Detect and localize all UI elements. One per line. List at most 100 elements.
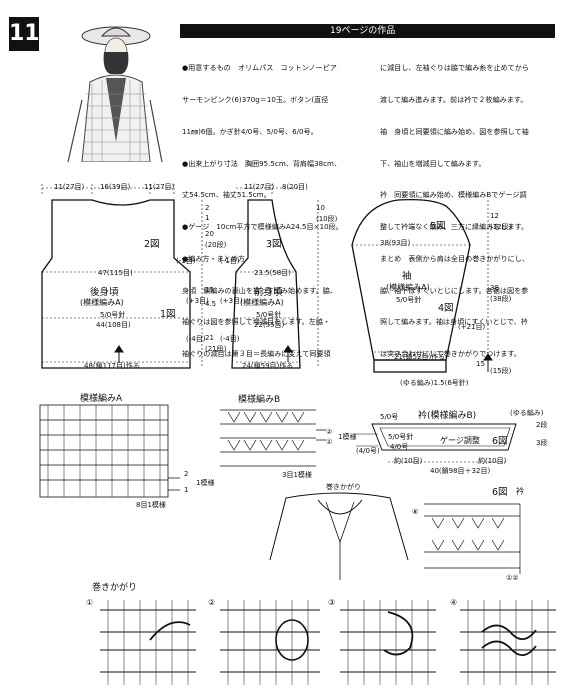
back-needle-label: 5/0号針	[100, 311, 126, 319]
back-body-outline	[41, 199, 191, 369]
back-side-21: 21	[205, 334, 214, 342]
pattern-b-repeat: 3目1模様	[282, 471, 312, 479]
instruction-line: まとめ 表側から肩は全目の巻きかがりにし、	[380, 253, 529, 263]
sleeve-side-15-rows: (15段)	[490, 367, 512, 375]
instruction-line: 袖 身頃と同要領に編み始め、図を参照して袖	[380, 126, 529, 136]
collar-left-sub: 約(10目)	[394, 457, 423, 465]
instruction-line: ●出来上がり寸法 胸囲95.5cm、背肩幅38cm、	[182, 158, 342, 168]
collar-needle-4b: (4/0号)	[356, 447, 380, 455]
step-1-drawing	[100, 600, 196, 685]
back-cast-on: 48(鎖117目)作る	[84, 362, 140, 370]
collar-needle-4: 4/0号	[390, 443, 409, 451]
model-photo	[50, 22, 176, 162]
pattern-number-badge: 11	[9, 17, 40, 51]
front-mark-inc3: (+3目)	[220, 297, 243, 305]
collar-bottom-measure: 40(鎖98目＋32目)	[430, 467, 491, 475]
instruction-line: 袖ぐりは図を参照して増減目をします。左脇・	[182, 317, 331, 327]
sleeve-outline	[351, 198, 471, 361]
collar-detail-title: 衿	[516, 487, 524, 496]
instructions-column-1: ●用意するもの オリムパス コットンノーピア サーモンピンク(6)370g＝10…	[182, 42, 376, 370]
collar-schematic	[356, 423, 517, 463]
back-body-title: 後身頃	[90, 287, 119, 298]
step-3-drawing	[340, 600, 436, 685]
instruction-line: 渡して編み進みます。前は衿で２枚編みます。	[380, 94, 528, 104]
sleeve-cuff-label: (ゆる編み)1.5(6号針)	[400, 379, 469, 387]
sleeve-cuff	[373, 359, 447, 373]
instruction-line: 下、袖山を増減目して編みます。	[380, 158, 486, 168]
whip-stitch-steps	[100, 600, 556, 685]
instruction-line: 脇、袖下はすくいとじにします。各裾は図を参	[380, 285, 529, 295]
sleeve-needle-label: 5/0号針	[396, 296, 422, 304]
front-pattern-label: (模様編みA)	[240, 298, 284, 307]
back-chest-measure: 47(115目)	[98, 269, 133, 277]
sleeve-side-12: 12	[490, 212, 499, 220]
step-4-drawing	[460, 600, 556, 685]
collar-title: 衿(模様編みB)	[418, 411, 477, 421]
whip-stitch-title: 巻きかがり	[92, 583, 138, 593]
back-mark-dec4: (-4目)	[186, 335, 206, 343]
whip-stitch-step-2: ②	[208, 598, 216, 607]
pattern-a-repeat: 8目1模様	[136, 501, 166, 509]
sleeve-side-38: 38	[490, 284, 499, 292]
pattern-b-legend: 1模様	[338, 433, 357, 441]
front-mark-dec1: (-1目)	[220, 257, 240, 265]
collar-needle-label: 5/0号針	[388, 433, 414, 441]
front-body-outline	[231, 199, 301, 369]
whip-stitch-step-4: ④	[450, 598, 458, 607]
page-reference-bar: 19ページの作品	[180, 24, 555, 38]
back-side-2: 2	[205, 204, 210, 212]
back-mark-inc3: (+3目)	[186, 297, 209, 305]
sleeve-side-15: 15	[476, 360, 485, 368]
pattern-b-row-2: ②	[326, 428, 333, 436]
pattern-a-row-2: 2	[184, 470, 189, 478]
front-chest-measure: 23.5(58目)	[254, 269, 291, 277]
collar-detail-figure: 6図	[492, 487, 508, 498]
front-dim-shoulder: 11(27目)	[244, 183, 275, 191]
collar-detail-row-12: ①②	[506, 574, 519, 582]
front-dim-neck: 8(20目)	[282, 183, 308, 191]
page-reference: 19ページの作品	[330, 26, 396, 36]
instruction-line: 11㎜)6個。かぎ針4/0号、5/0号、6/0号。	[182, 126, 318, 136]
whip-stitch-step-3: ③	[328, 598, 336, 607]
collar-detail-chart	[424, 503, 521, 574]
instruction-line: ●用意するもの オリムパス コットンノーピア	[182, 63, 337, 73]
collar-side-2: 2段	[536, 421, 548, 429]
instruction-line: 整して衿端なく編み、三方に縁編みをします。	[380, 222, 529, 232]
back-dim-left-shoulder: 11(27目)	[54, 183, 85, 191]
back-side-15: 15	[205, 286, 214, 294]
neck-attach-label: 巻きかがり	[326, 483, 361, 491]
collar-side-3: 3段	[536, 439, 548, 447]
collar-edge-label: (ゆる編み)	[510, 409, 544, 417]
pattern-b-row-1: ①	[326, 438, 333, 446]
back-side-21-rows: (21段)	[205, 345, 227, 353]
instruction-line: ●編み方・まとめ方	[182, 253, 245, 263]
instruction-line: は突き合わせにして巻きかがりでつけます。	[380, 349, 521, 359]
pattern-b-title: 模様編みB	[238, 395, 281, 405]
front-hem-measure: 22(55目)	[254, 321, 285, 329]
back-mark-inc: (-1目)	[176, 257, 196, 265]
front-cast-on: 24(鎖59目)作る	[242, 362, 294, 370]
instruction-line: 身頃 鎖編みの裏山を拾って編み始めます。脇、	[182, 285, 337, 295]
sleeve-figure-4-label: 4図	[438, 303, 454, 314]
pattern-a-title: 模様編みA	[80, 394, 123, 404]
instruction-line: ●ゲージ 10cm平方で模様編みA24.5目×10段。	[182, 222, 343, 232]
back-dim-neck: 16(39目)	[100, 183, 131, 191]
instruction-line: サーモンピンク(6)370g＝10玉。ボタン(直径	[182, 94, 329, 104]
back-figure-1-label: 1図	[160, 309, 176, 320]
front-figure-3-label: 3図	[266, 239, 282, 250]
back-hem-measure: 44(108目)	[96, 321, 131, 329]
front-body-title: 前身頃	[254, 287, 283, 298]
collar-detail-row-8: ⑧	[412, 508, 419, 516]
sleeve-cast-on: 21(鎖52目)作る	[394, 353, 446, 361]
sleeve-title: 袖	[402, 271, 412, 282]
front-mark-dec4: (-4目)	[220, 335, 240, 343]
front-side-10: 10	[316, 204, 325, 212]
back-side-20-rows: (20段)	[205, 241, 227, 249]
back-dim-right-shoulder: 11(27目)	[144, 183, 175, 191]
back-side-45: 4.5	[205, 300, 217, 308]
sleeve-side-12-rows: (12段)	[490, 223, 512, 231]
sleeve-side-38-rows: (38段)	[490, 295, 512, 303]
back-pattern-label: (模様編みA)	[80, 298, 124, 307]
front-side-10-rows: (10段)	[316, 215, 338, 223]
instruction-line: 袖ぐりの減目は第３目＝長編みに変えて同要領	[182, 349, 331, 359]
